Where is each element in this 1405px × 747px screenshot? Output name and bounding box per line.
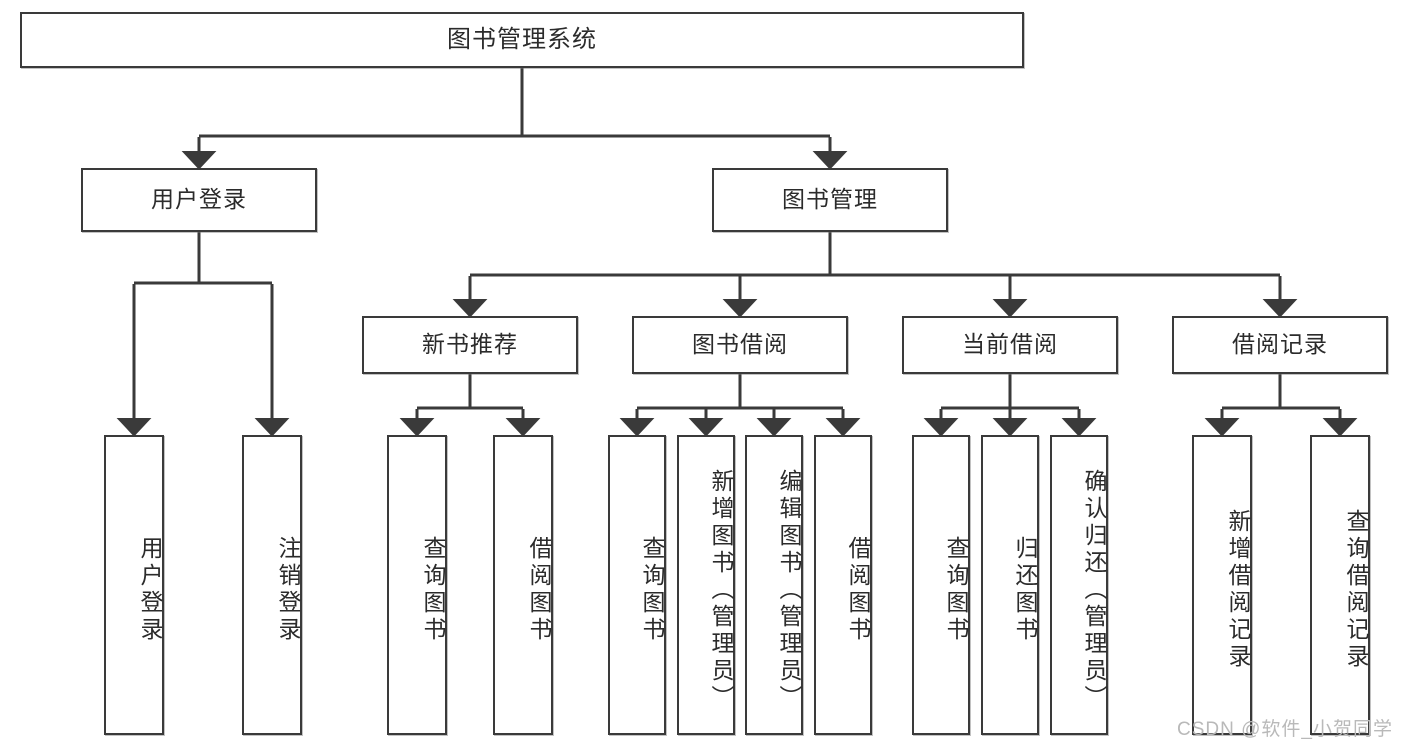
leaf-query-book-borrow[interactable]: 查询图书: [608, 435, 666, 735]
csdn-watermark: CSDN @软件_小贺同学: [1177, 719, 1393, 740]
node-borrow-record[interactable]: 借阅记录: [1172, 316, 1388, 374]
leaf-query-book-current[interactable]: 查询图书: [912, 435, 970, 735]
node-user-login[interactable]: 用户登录: [81, 168, 317, 232]
leaf-query-book-recommend[interactable]: 查询图书: [387, 435, 447, 735]
leaf-return-book[interactable]: 归还图书: [981, 435, 1039, 735]
leaf-user-login[interactable]: 用户登录: [104, 435, 164, 735]
node-new-book-recommend[interactable]: 新书推荐: [362, 316, 578, 374]
leaf-edit-book-admin[interactable]: 编辑图书（管理员）: [745, 435, 803, 735]
leaf-add-book-admin[interactable]: 新增图书（管理员）: [677, 435, 735, 735]
leaf-add-borrow-record[interactable]: 新增借阅记录: [1192, 435, 1252, 735]
leaf-borrow-book-recommend[interactable]: 借阅图书: [493, 435, 553, 735]
node-root-system[interactable]: 图书管理系统: [20, 12, 1024, 68]
leaf-logout-login[interactable]: 注销登录: [242, 435, 302, 735]
leaf-borrow-book-borrow[interactable]: 借阅图书: [814, 435, 872, 735]
leaf-query-borrow-record[interactable]: 查询借阅记录: [1310, 435, 1370, 735]
node-book-borrow[interactable]: 图书借阅: [632, 316, 848, 374]
node-book-manage[interactable]: 图书管理: [712, 168, 948, 232]
node-current-borrow[interactable]: 当前借阅: [902, 316, 1118, 374]
leaf-confirm-return-admin[interactable]: 确认归还（管理员）: [1050, 435, 1108, 735]
